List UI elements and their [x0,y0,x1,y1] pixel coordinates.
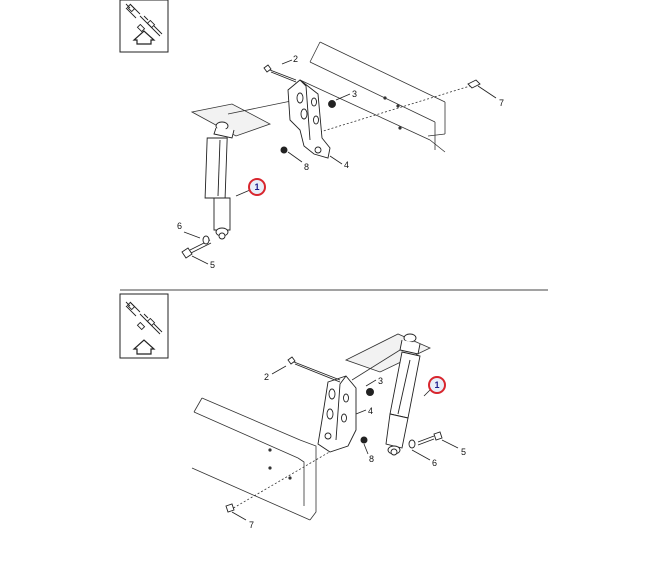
callout-2-label: 2 [264,372,269,382]
nut [329,101,336,108]
callout-6-label: 6 [177,221,182,231]
callout-3-label: 3 [378,376,383,386]
frame-rail [192,398,316,520]
bracket-nut [361,437,367,443]
shock-absorber [386,334,420,455]
washer [203,236,209,244]
callout-3-label: 3 [352,89,357,99]
vehicle-orientation-icon [120,294,168,358]
bottom-view: 7 4 2 3 8 [120,294,466,530]
vehicle-orientation-icon [120,0,168,52]
frame-rail [300,42,445,152]
callout-7-label: 7 [249,520,254,530]
callout-8-label: 8 [304,162,309,172]
callout-1-marker: 1 [429,377,445,393]
arrow-up-icon [134,31,154,44]
callout-2-label: 2 [293,54,298,64]
callout-8-label: 8 [369,454,374,464]
callout-1-marker: 1 [249,179,265,195]
callout-1-label: 1 [254,182,259,192]
upper-bolt [264,65,296,82]
washer [409,440,415,448]
nut [367,389,374,396]
upper-bolt [288,357,340,382]
mounting-bracket [318,376,356,452]
callout-5-label: 5 [461,447,466,457]
callout-4-label: 4 [344,160,349,170]
bracket-nut [281,147,287,153]
frame-bolt [468,80,496,98]
shock-absorber [205,122,234,239]
arrow-up-icon [134,340,154,354]
callout-6-label: 6 [432,458,437,468]
frame-bolt [226,504,246,520]
callout-5-label: 5 [210,260,215,270]
mounting-bracket [288,80,330,158]
top-view: 7 4 2 3 8 [120,0,504,270]
lower-bolt [418,432,442,445]
callout-4-label: 4 [368,406,373,416]
lower-bolt [182,240,211,258]
callout-7-label: 7 [499,98,504,108]
callout-1-label: 1 [434,380,439,390]
